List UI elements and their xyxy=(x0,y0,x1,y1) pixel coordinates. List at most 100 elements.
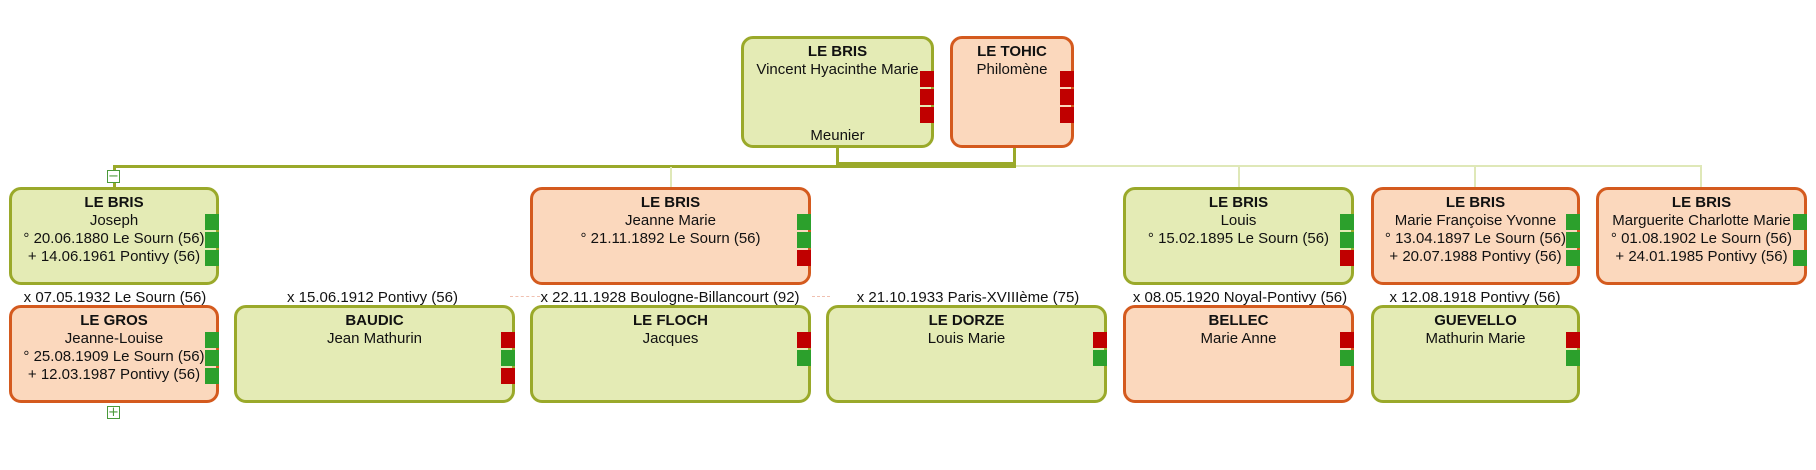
source-mark-green[interactable] xyxy=(205,232,219,248)
source-mark-green[interactable] xyxy=(205,332,219,348)
person-card-child-5[interactable]: LE BRIS Marguerite Charlotte Marie ° 01.… xyxy=(1596,187,1807,285)
child-drop-2 xyxy=(670,167,672,189)
source-marks xyxy=(797,214,811,268)
person-card-mother[interactable]: LE TOHIC Philomène xyxy=(950,36,1074,148)
surname: LE DORZE xyxy=(928,312,1005,329)
source-marks xyxy=(1340,214,1354,268)
source-mark-red[interactable] xyxy=(1093,332,1107,348)
source-mark-green[interactable] xyxy=(1566,214,1580,230)
source-mark-red[interactable] xyxy=(501,332,515,348)
birth-info: ° 21.11.1892 Le Sourn (56) xyxy=(580,230,761,247)
source-mark-green[interactable] xyxy=(797,232,811,248)
person-card-father[interactable]: LE BRIS Vincent Hyacinthe Marie Meunier xyxy=(741,36,934,148)
birth-info: ° 01.08.1902 Le Sourn (56) xyxy=(1610,230,1793,247)
source-mark-green[interactable] xyxy=(501,350,515,366)
child-drop-5 xyxy=(1700,167,1702,189)
mother-drop-line xyxy=(1013,147,1016,165)
surname: LE BRIS xyxy=(640,194,701,211)
person-card-spouse-2[interactable]: BAUDIC Jean Mathurin xyxy=(234,305,515,403)
marriage-connector-dashed-2 xyxy=(812,296,830,297)
death-info: + 12.03.1987 Pontivy (56) xyxy=(27,366,201,383)
source-mark-green[interactable] xyxy=(797,350,811,366)
source-marks xyxy=(1093,332,1107,368)
death-info: + 24.01.1985 Pontivy (56) xyxy=(1615,248,1788,265)
couple-join-line xyxy=(836,162,1016,165)
source-mark-green[interactable] xyxy=(205,368,219,384)
birth-info: ° 13.04.1897 Le Sourn (56) xyxy=(1384,230,1567,247)
source-marks xyxy=(501,332,515,386)
person-card-spouse-3[interactable]: LE FLOCH Jacques xyxy=(530,305,811,403)
person-card-child-2[interactable]: LE BRIS Jeanne Marie ° 21.11.1892 Le Sou… xyxy=(530,187,811,285)
expand-toggle-icon[interactable]: + xyxy=(107,405,120,420)
parents-drop-line xyxy=(836,147,839,165)
marriage-info: x 07.05.1932 Le Sourn (56) xyxy=(23,289,207,306)
source-mark-green[interactable] xyxy=(1566,232,1580,248)
given-names: Jeanne-Louise xyxy=(64,330,164,347)
source-mark-red[interactable] xyxy=(797,250,811,266)
marriage-info: x 15.06.1912 Pontivy (56) xyxy=(287,289,458,306)
surname: BELLEC xyxy=(1208,312,1269,329)
source-mark-red[interactable] xyxy=(920,107,934,123)
death-info: + 14.06.1961 Pontivy (56) xyxy=(27,248,201,265)
surname: LE BRIS xyxy=(807,43,868,60)
person-card-child-4[interactable]: LE BRIS Marie Françoise Yvonne ° 13.04.1… xyxy=(1371,187,1580,285)
person-card-spouse-5[interactable]: BELLEC Marie Anne xyxy=(1123,305,1354,403)
source-mark-red[interactable] xyxy=(920,89,934,105)
person-card-child-1[interactable]: LE BRIS Joseph ° 20.06.1880 Le Sourn (56… xyxy=(9,187,219,285)
birth-info: ° 15.02.1895 Le Sourn (56) xyxy=(1147,230,1330,247)
source-mark-red[interactable] xyxy=(501,368,515,384)
marriage-info: x 22.11.1928 Boulogne-Billancourt (92) xyxy=(540,289,800,306)
person-card-child-3[interactable]: LE BRIS Louis ° 15.02.1895 Le Sourn (56) xyxy=(1123,187,1354,285)
source-mark-green[interactable] xyxy=(797,214,811,230)
source-mark-red[interactable] xyxy=(1060,89,1074,105)
source-mark-green[interactable] xyxy=(1093,350,1107,366)
source-mark-green[interactable] xyxy=(1793,250,1807,266)
child-drop-4 xyxy=(1474,167,1476,189)
person-card-spouse-4[interactable]: LE DORZE Louis Marie xyxy=(826,305,1107,403)
marriage-info: x 21.10.1933 Paris-XVIIIème (75) xyxy=(856,289,1080,306)
source-mark-green[interactable] xyxy=(205,350,219,366)
person-card-spouse-6[interactable]: GUEVELLO Mathurin Marie xyxy=(1371,305,1580,403)
source-mark-green[interactable] xyxy=(1340,214,1354,230)
marriage-info: x 12.08.1918 Pontivy (56) xyxy=(1389,289,1561,306)
surname: GUEVELLO xyxy=(1434,312,1517,329)
source-marks xyxy=(1060,71,1074,125)
given-names: Vincent Hyacinthe Marie xyxy=(756,61,919,78)
given-names: Marguerite Charlotte Marie xyxy=(1612,212,1791,229)
source-mark-red[interactable] xyxy=(1060,71,1074,87)
given-names: Louis xyxy=(1220,212,1257,229)
source-mark-red[interactable] xyxy=(1340,332,1354,348)
source-mark-empty xyxy=(1793,232,1807,248)
source-mark-green[interactable] xyxy=(1793,214,1807,230)
person-card-spouse-1[interactable]: LE GROS Jeanne-Louise ° 25.08.1909 Le So… xyxy=(9,305,219,403)
given-names: Louis Marie xyxy=(927,330,1006,347)
source-mark-green[interactable] xyxy=(1566,250,1580,266)
source-mark-red[interactable] xyxy=(797,332,811,348)
death-info: + 20.07.1988 Pontivy (56) xyxy=(1389,248,1562,265)
given-names: Marie Françoise Yvonne xyxy=(1394,212,1557,229)
surname: LE FLOCH xyxy=(633,312,708,329)
source-mark-green[interactable] xyxy=(205,250,219,266)
source-marks xyxy=(1793,214,1807,268)
source-mark-red[interactable] xyxy=(920,71,934,87)
source-mark-green[interactable] xyxy=(1340,232,1354,248)
source-mark-red[interactable] xyxy=(1340,250,1354,266)
source-marks xyxy=(1566,214,1580,268)
given-names: Marie Anne xyxy=(1200,330,1277,347)
source-mark-green[interactable] xyxy=(1566,350,1580,366)
surname: BAUDIC xyxy=(345,312,404,329)
surname: LE GROS xyxy=(80,312,148,329)
source-mark-green[interactable] xyxy=(1340,350,1354,366)
given-names: Joseph xyxy=(89,212,139,229)
birth-info: ° 20.06.1880 Le Sourn (56) xyxy=(23,230,205,247)
birth-info: ° 25.08.1909 Le Sourn (56) xyxy=(23,348,205,365)
source-mark-red[interactable] xyxy=(1060,107,1074,123)
source-mark-green[interactable] xyxy=(205,214,219,230)
surname: LE BRIS xyxy=(1208,194,1269,211)
occupation: Meunier xyxy=(810,127,865,144)
given-names: Mathurin Marie xyxy=(1425,330,1526,347)
marriage-connector-dashed xyxy=(510,296,540,297)
source-marks xyxy=(205,214,219,268)
source-mark-red[interactable] xyxy=(1566,332,1580,348)
collapse-toggle-icon[interactable]: − xyxy=(107,169,120,184)
